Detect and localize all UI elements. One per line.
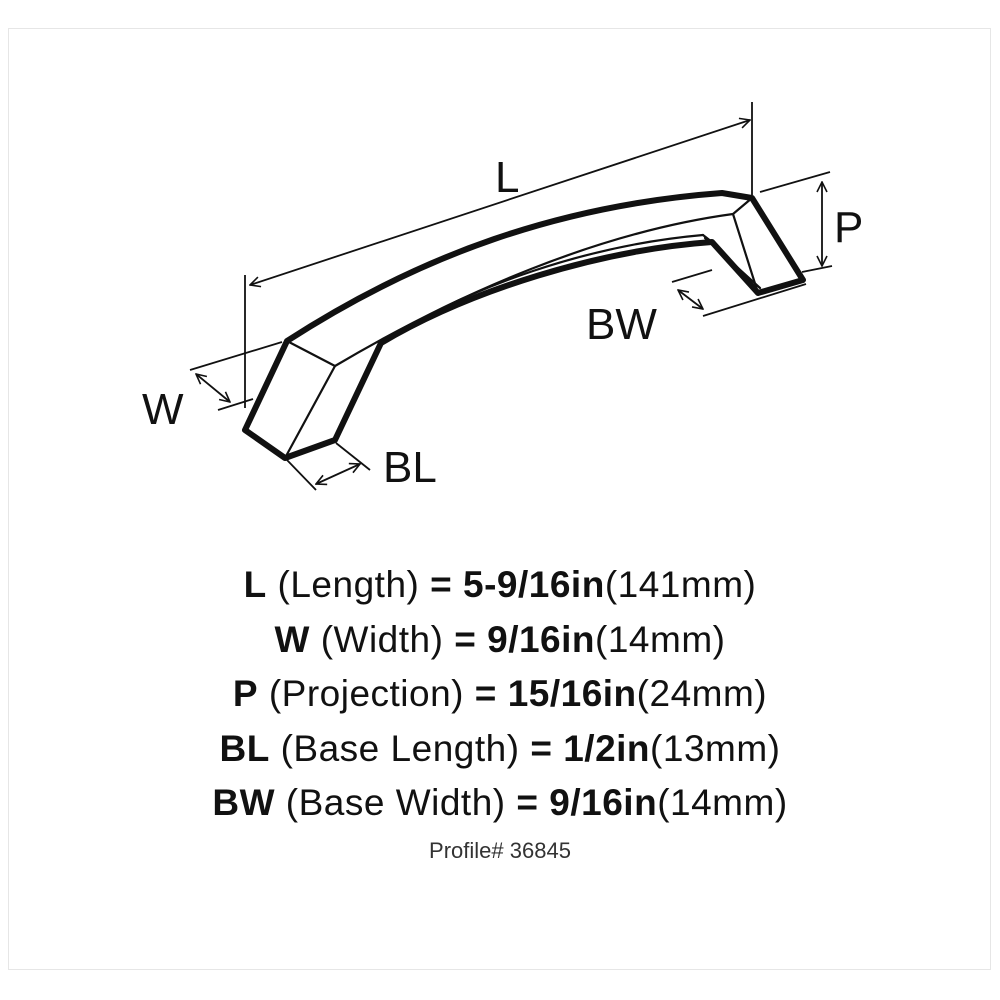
spec-equals: =	[474, 673, 497, 714]
pull-outer-edge	[242, 190, 806, 461]
spec-line-projection: P (Projection) = 15/16in(24mm)	[0, 667, 1000, 722]
spec-mm-value: (24mm)	[636, 673, 768, 714]
dimension-label-P: P	[834, 203, 863, 252]
spec-mm-value: (14mm)	[595, 618, 726, 660]
spec-key: W	[274, 618, 310, 660]
spec-description: (Projection)	[268, 673, 465, 714]
spec-description: (Base Length)	[280, 727, 520, 769]
spec-description: (Length)	[277, 564, 420, 605]
spec-key: L	[243, 564, 267, 605]
profile-number: Profile# 36845	[429, 838, 571, 863]
cabinet-pull-outline	[242, 190, 806, 461]
spec-line-length: L (Length) = 5-9/16in(141mm)	[0, 558, 1000, 613]
dimension-width: W	[142, 341, 283, 434]
spec-line-base-width: BW (Base Width) = 9/16in(14mm)	[0, 776, 1000, 831]
spec-mm-value: (14mm)	[657, 782, 788, 823]
dimension-label-L: L	[495, 153, 519, 202]
spec-inch-value: 5-9/16in	[463, 564, 605, 605]
dimension-label-BW: BW	[586, 300, 657, 349]
spec-inch-value: 9/16in	[487, 618, 596, 660]
dimension-base-length: BL	[286, 442, 437, 492]
pull-right-base-face	[701, 233, 762, 290]
dimension-projection: P	[759, 171, 863, 273]
image-frame	[8, 28, 991, 970]
spec-equals: =	[430, 564, 453, 605]
spec-line-base-length: BL (Base Length) = 1/2in(13mm)	[0, 722, 1000, 777]
spec-mm-value: (13mm)	[650, 727, 781, 769]
spec-line-width: W (Width) = 9/16in(14mm)	[0, 613, 1000, 668]
spec-inch-value: 15/16in	[507, 673, 637, 714]
spec-inch-value: 9/16in	[549, 782, 658, 823]
dimension-length: L	[244, 102, 753, 408]
dimension-base-width: BW	[586, 269, 807, 349]
spec-mm-value: (141mm)	[604, 564, 757, 605]
spec-equals: =	[516, 782, 539, 823]
spec-key: BL	[219, 727, 270, 769]
handle-dimension-drawing: L P BW W BL	[142, 102, 863, 492]
spec-description: (Width)	[320, 618, 444, 660]
spec-inch-value: 1/2in	[563, 727, 651, 769]
spec-equals: =	[530, 727, 553, 769]
spec-equals: =	[454, 618, 477, 660]
spec-key: BW	[212, 782, 275, 823]
dimension-label-W: W	[142, 385, 184, 434]
dimension-spec-list: L (Length) = 5-9/16in(141mm) W (Width) =…	[0, 558, 1000, 831]
spec-description: (Base Width)	[285, 782, 506, 823]
pull-left-leg-edge	[283, 364, 337, 460]
spec-key: P	[232, 673, 259, 714]
dimension-label-BL: BL	[383, 443, 437, 492]
